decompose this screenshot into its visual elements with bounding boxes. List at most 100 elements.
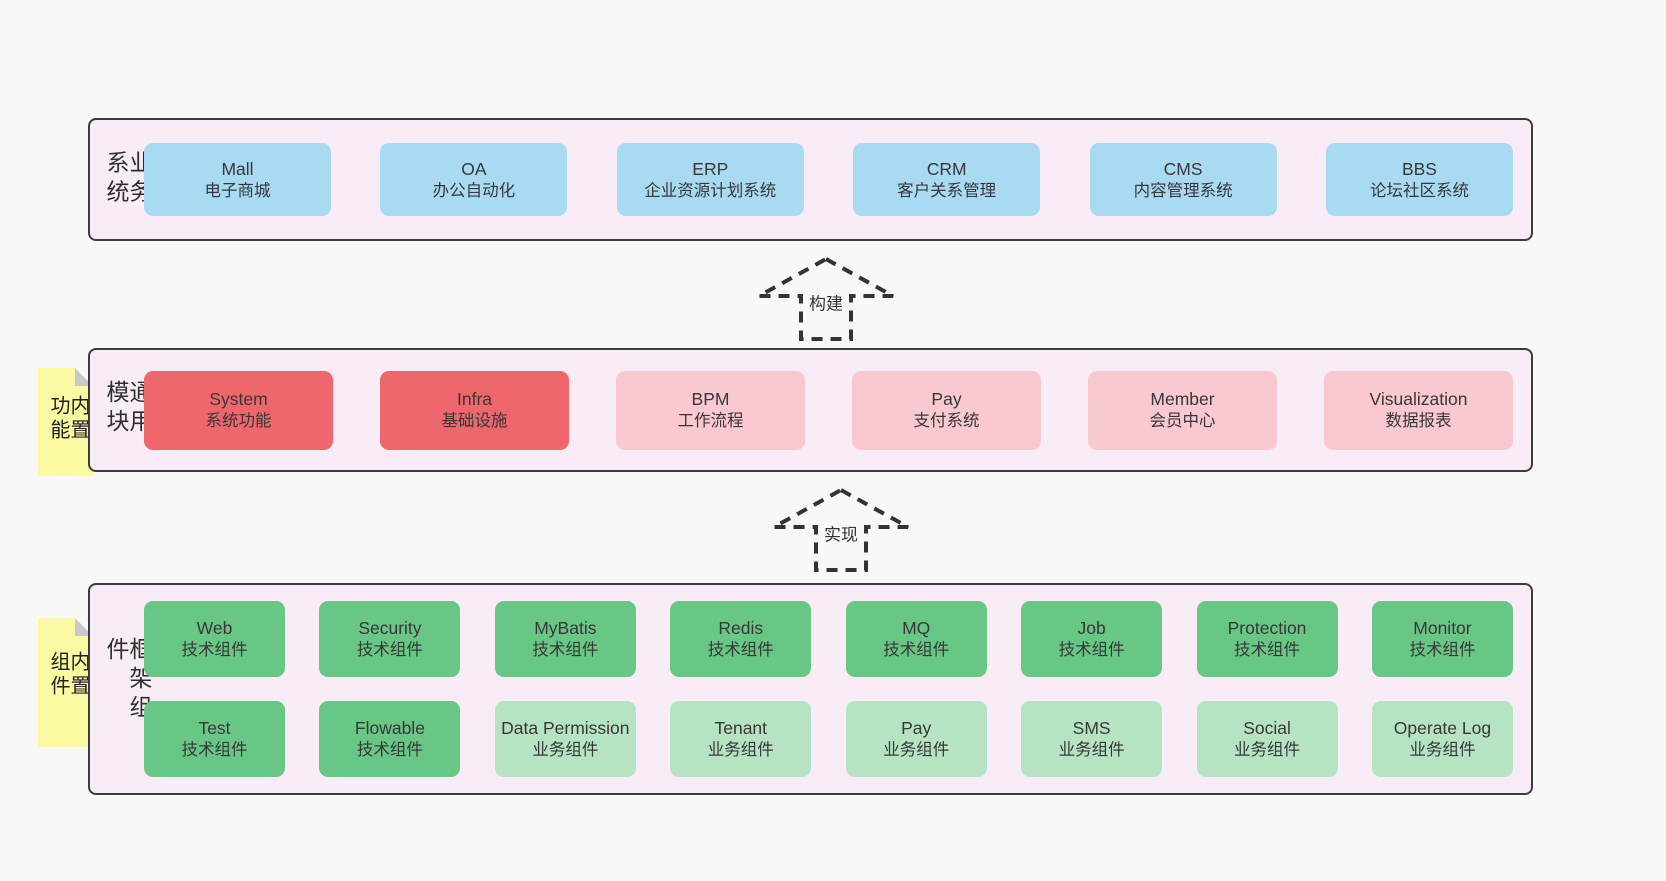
- box-title: MQ: [902, 618, 931, 638]
- box-subtitle: 技术组件: [356, 641, 423, 659]
- box-subtitle: 基础设施: [441, 412, 508, 430]
- box-title: Visualization: [1369, 389, 1468, 409]
- box-title: Pay: [931, 389, 962, 409]
- box-title: Infra: [456, 389, 493, 409]
- box-subtitle: 业务组件: [707, 741, 774, 759]
- box-system: System 系统功能: [144, 370, 333, 450]
- box-title: Protection: [1227, 618, 1307, 638]
- box-title: Tenant: [714, 718, 768, 738]
- box-title: CRM: [926, 158, 967, 179]
- box-web: Web 技术组件: [144, 601, 285, 677]
- box-subtitle: 技术组件: [181, 641, 248, 659]
- box-title: Monitor: [1413, 618, 1472, 638]
- box-subtitle: 支付系统: [913, 412, 980, 430]
- box-title: Operate Log: [1393, 718, 1492, 738]
- box-subtitle: 系统功能: [205, 412, 272, 430]
- box-flowable: Flowable 技术组件: [319, 701, 461, 777]
- arrow-build: 构建: [756, 256, 896, 342]
- box-title: BPM: [691, 389, 730, 409]
- box-title: Member: [1150, 389, 1215, 409]
- box-subtitle: 办公自动化: [432, 181, 516, 200]
- box-row: Mall 电子商城 OA 办公自动化 ERP 企业资源计划系统 CRM 客户关系管理 CMS 内容…: [144, 143, 1513, 216]
- box-title: Mall: [221, 158, 254, 179]
- box-subtitle: 技术组件: [707, 641, 774, 659]
- sticky-note-built-in-features: 内置功能: [38, 368, 93, 476]
- box-job: Job 技术组件: [1021, 601, 1163, 677]
- box-member: Member 会员中心: [1088, 370, 1277, 450]
- note-label: 内置组件: [47, 650, 89, 699]
- box-title: Test: [198, 718, 231, 738]
- up-arrow-icon: [758, 256, 894, 341]
- box-mq: MQ 技术组件: [845, 601, 987, 677]
- box-title: ERP: [692, 158, 729, 179]
- box-title: CMS: [1163, 158, 1203, 179]
- box-subtitle: 会员中心: [1149, 412, 1216, 430]
- box-subtitle: 技术组件: [356, 741, 423, 759]
- box-title: Data Permission: [501, 718, 630, 738]
- box-subtitle: 业务组件: [883, 741, 950, 759]
- box-title: System: [209, 389, 268, 409]
- box-erp: ERP 企业资源计划系统: [616, 143, 804, 216]
- box-cms: CMS 内容管理系统: [1089, 143, 1277, 216]
- box-visualization: Visualization 数据报表: [1324, 370, 1513, 450]
- box-subtitle: 论坛社区系统: [1369, 181, 1469, 200]
- box-subtitle: 工作流程: [677, 412, 744, 430]
- box-subtitle: 技术组件: [1058, 641, 1125, 659]
- box-subtitle: 客户关系管理: [897, 181, 997, 200]
- box-title: BBS: [1401, 158, 1437, 179]
- note-label: 内置功能: [47, 395, 89, 443]
- box-sms: SMS 业务组件: [1021, 701, 1163, 777]
- box-oa: OA 办公自动化: [380, 143, 568, 216]
- box-crm: CRM 客户关系管理: [853, 143, 1041, 216]
- box-subtitle: 业务组件: [1058, 741, 1125, 759]
- box-subtitle: 企业资源计划系统: [644, 181, 777, 200]
- box-test: Test 技术组件: [144, 701, 285, 777]
- box-title: Redis: [718, 618, 764, 638]
- arrow-label: 构建: [806, 287, 846, 317]
- layer-boxes: Mall 电子商城 OA 办公自动化 ERP 企业资源计划系统 CRM 客户关系管理 CMS 内容…: [144, 120, 1513, 239]
- box-mybatis: MyBatis 技术组件: [494, 601, 636, 677]
- box-subtitle: 技术组件: [532, 641, 599, 659]
- box-subtitle: 技术组件: [181, 741, 248, 759]
- box-mall: Mall 电子商城: [144, 143, 331, 216]
- up-arrow-icon: [773, 487, 909, 572]
- box-title: Job: [1077, 618, 1106, 638]
- box-title: Web: [196, 618, 233, 638]
- box-monitor: Monitor 技术组件: [1371, 601, 1513, 677]
- box-title: MyBatis: [534, 618, 597, 638]
- box-data-permission: Data Permission 业务组件: [494, 701, 636, 777]
- layer-boxes: System 系统功能 Infra 基础设施 BPM 工作流程 Pay 支付系统 Member 会…: [144, 350, 1513, 470]
- box-title: Social: [1243, 718, 1291, 738]
- box-protection: Protection 技术组件: [1196, 601, 1338, 677]
- box-title: Flowable: [354, 718, 425, 738]
- arrow-label: 实现: [821, 518, 861, 548]
- box-redis: Redis 技术组件: [670, 601, 812, 677]
- box-subtitle: 电子商城: [204, 181, 271, 200]
- box-title: SMS: [1072, 718, 1111, 738]
- box-subtitle: 技术组件: [883, 641, 950, 659]
- box-subtitle: 内容管理系统: [1133, 181, 1233, 200]
- box-security: Security 技术组件: [319, 601, 461, 677]
- box-bpm: BPM 工作流程: [616, 370, 805, 450]
- box-bbs: BBS 论坛社区系统: [1325, 143, 1513, 216]
- box-subtitle: 数据报表: [1385, 412, 1452, 430]
- box-row: System 系统功能 Infra 基础设施 BPM 工作流程 Pay 支付系统 Member 会…: [144, 370, 1513, 450]
- box-infra: Infra 基础设施: [380, 370, 569, 450]
- box-subtitle: 业务组件: [532, 741, 599, 759]
- box-pay: Pay 支付系统: [852, 370, 1041, 450]
- box-title: Security: [358, 618, 422, 638]
- box-subtitle: 技术组件: [1409, 641, 1476, 659]
- box-subtitle: 技术组件: [1234, 641, 1301, 659]
- box-title: OA: [461, 158, 487, 179]
- arrow-implement: 实现: [771, 487, 911, 573]
- box-tenant: Tenant 业务组件: [670, 701, 812, 777]
